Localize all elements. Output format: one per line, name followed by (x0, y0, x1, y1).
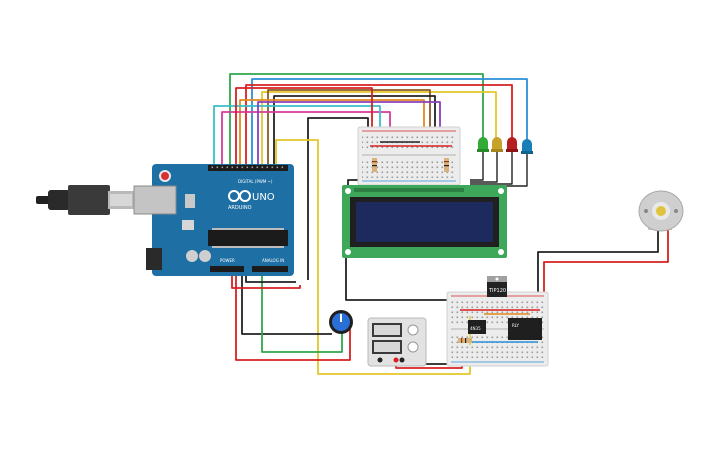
arduino-brand-label: ARDUINO (228, 205, 252, 211)
usb-cable[interactable] (36, 185, 134, 215)
wire-black-motor[interactable] (537, 228, 659, 300)
wire-red-2[interactable] (235, 87, 373, 168)
led-row (477, 137, 533, 154)
power-supply[interactable] (367, 317, 427, 367)
led-blue-icon[interactable] (521, 139, 533, 154)
wire-red-analog[interactable] (231, 270, 301, 289)
led-yellow-icon[interactable] (491, 137, 503, 152)
arduino-power-label: POWER (220, 258, 235, 263)
arduino-logo-icon (228, 190, 251, 202)
wire-green-led[interactable] (229, 73, 484, 168)
wire-cyan[interactable] (213, 105, 381, 168)
resistor-icon[interactable] (372, 158, 377, 172)
wire-green-pot[interactable] (261, 270, 343, 353)
relay-icon[interactable]: RLY (508, 318, 542, 340)
wire-red-power[interactable] (235, 270, 351, 361)
wire-black-2[interactable] (307, 117, 369, 280)
lcd-display[interactable] (342, 185, 507, 258)
supply-terminal-red-icon[interactable] (393, 357, 399, 363)
arduino-model-label: UNO (252, 192, 275, 203)
transistor-icon[interactable]: TIP120 (487, 276, 507, 297)
transistor-label: TIP120 (488, 288, 506, 294)
arduino-analog-label: ANALOG IN (262, 258, 284, 263)
led-red-icon[interactable] (506, 137, 518, 152)
resistor-icon[interactable] (444, 158, 449, 172)
supply-voltage-knob-icon[interactable] (407, 324, 419, 336)
dc-motor-icon[interactable] (638, 190, 684, 232)
breadboard-bottom[interactable]: 4N35 RLY (446, 291, 549, 367)
wires (213, 73, 669, 375)
wire-black-lcd-bottom[interactable] (345, 258, 452, 301)
wire-blue-led[interactable] (251, 78, 528, 168)
wire-red-motor[interactable] (543, 228, 669, 300)
relay-label: RLY (512, 323, 519, 328)
supply-terminal-black-2-icon[interactable] (399, 357, 405, 363)
lcd-screen (356, 202, 493, 242)
resistor-icon[interactable] (458, 338, 472, 343)
wire-black-power[interactable] (241, 270, 332, 335)
arduino-digital-label: DIGITAL (PWM ~) (238, 179, 273, 184)
potentiometer-icon[interactable] (329, 310, 353, 334)
ic-1-label: 4N35 (470, 326, 481, 331)
wire-yellow-long[interactable] (275, 139, 471, 375)
wire-red-led[interactable] (245, 84, 513, 168)
supply-current-knob-icon[interactable] (407, 341, 419, 353)
wire-yellow-led[interactable] (261, 91, 497, 168)
arduino-uno-board[interactable]: UNO ARDUINO DIGITAL (PWM ~) POWER ANALOG… (133, 164, 294, 276)
reset-button-icon[interactable] (159, 170, 171, 182)
led-green-icon[interactable] (477, 137, 489, 152)
breadboard-top[interactable] (357, 126, 461, 186)
supply-terminal-black-icon[interactable] (377, 357, 383, 363)
ic-chip-icon[interactable]: 4N35 (468, 320, 486, 334)
